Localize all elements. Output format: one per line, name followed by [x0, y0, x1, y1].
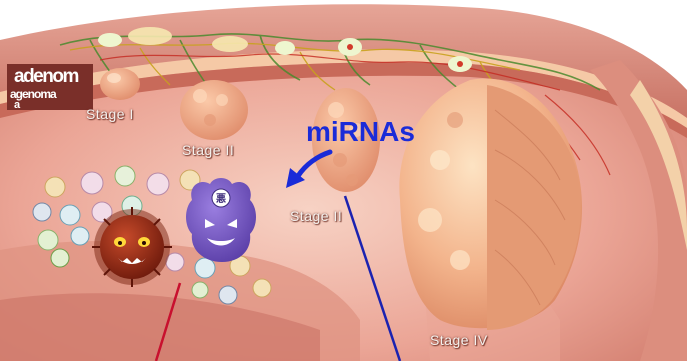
stage-4-label: Stage IV: [430, 332, 488, 348]
adenoma-label-line-3: a: [14, 99, 20, 111]
stage-3-label: Stage II: [290, 208, 342, 224]
stage-1-label: Stage I: [86, 106, 134, 122]
mirna-label: miRNAs: [306, 116, 415, 148]
bad-bacteria-icon: [92, 207, 172, 287]
svg-text:悪: 悪: [216, 193, 226, 205]
virus-monster-icon: 悪: [186, 178, 256, 262]
stage-2-polyp: [180, 80, 248, 140]
stage-2-label: Stage II: [182, 142, 234, 158]
stage-1-polyp: [100, 68, 140, 100]
adenoma-label: adenom: [14, 66, 78, 88]
